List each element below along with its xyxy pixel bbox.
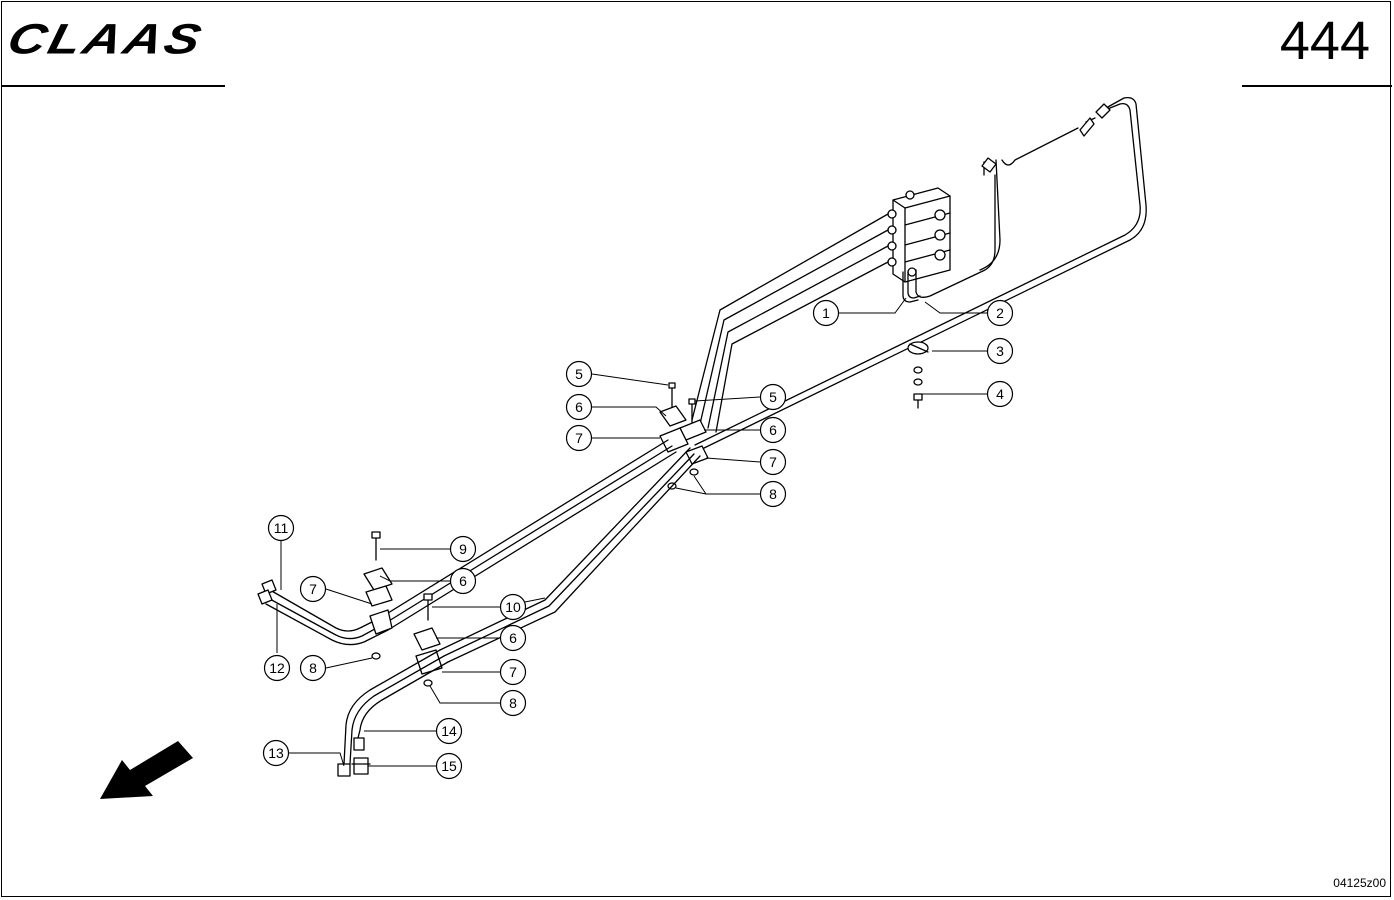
callout-label: 11 (274, 520, 289, 536)
pipe-2 (694, 96, 1147, 451)
callout-5-left: 5 (565, 360, 593, 388)
callout-label: 8 (309, 660, 317, 676)
callout-6-upper-right: 6 (759, 416, 787, 444)
clamp-3 (907, 341, 929, 355)
callout-3: 3 (986, 337, 1014, 365)
callout-label: 7 (575, 430, 583, 446)
bolt-4-set (913, 366, 923, 409)
callout-label: 6 (575, 399, 583, 415)
callout-label: 9 (459, 541, 467, 557)
pipe-13 (337, 649, 445, 777)
callout-1: 1 (812, 299, 840, 327)
callout-7-left: 7 (299, 575, 327, 603)
callout-8-lower: 8 (499, 689, 527, 717)
callout-6-middle: 6 (449, 567, 477, 595)
callout-13: 13 (262, 739, 290, 767)
pipe-14 (353, 661, 449, 751)
callout-5-right: 5 (759, 383, 787, 411)
callout-7-upper-right: 7 (759, 448, 787, 476)
callout-11: 11 (267, 514, 295, 542)
callout-9: 9 (449, 535, 477, 563)
callout-2: 2 (986, 299, 1014, 327)
callout-label: 7 (309, 581, 317, 597)
callout-label: 6 (459, 573, 467, 589)
fitting-15 (351, 757, 371, 775)
drawing-number: 04125z00 (1333, 876, 1386, 890)
header-rule-left (1, 85, 225, 87)
leader-lines (276, 297, 987, 767)
callout-10: 10 (499, 593, 527, 621)
callout-label: 6 (509, 630, 517, 646)
callout-label: 10 (505, 599, 521, 615)
direction-arrow-icon (100, 741, 193, 799)
callout-15: 15 (435, 752, 463, 780)
callout-6-lower: 6 (499, 624, 527, 652)
callout-14: 14 (435, 717, 463, 745)
callout-label: 3 (996, 343, 1004, 359)
callout-12: 12 (263, 654, 291, 682)
callout-label: 5 (769, 389, 777, 405)
callout-set: 1 2 3 4 5 5 6 (262, 299, 1014, 780)
callout-8-upper: 8 (759, 480, 787, 508)
callout-7-lower: 7 (499, 658, 527, 686)
callout-label: 6 (769, 422, 777, 438)
callout-label: 15 (441, 758, 457, 774)
pipe-bundle-upper (691, 213, 889, 433)
callout-label: 13 (268, 745, 284, 761)
callout-label: 4 (996, 386, 1004, 402)
callout-4: 4 (986, 380, 1014, 408)
left-clamp-group (363, 531, 433, 660)
header-rule-right (1242, 85, 1392, 87)
callout-label: 8 (509, 695, 517, 711)
callout-label: 8 (769, 486, 777, 502)
callout-label: 12 (269, 660, 285, 676)
callout-label: 1 (822, 305, 830, 321)
callout-label: 7 (769, 454, 777, 470)
page-number: 444 (1279, 11, 1370, 71)
callout-7-upper-left: 7 (565, 424, 593, 452)
callout-label: 7 (509, 664, 517, 680)
callout-label: 5 (575, 366, 583, 382)
pipe-bundle-lower (379, 439, 701, 663)
pipe-12 (257, 589, 389, 646)
callout-label: 2 (996, 305, 1004, 321)
control-valve-block (887, 187, 951, 283)
callout-label: 14 (441, 723, 457, 739)
callout-8-left: 8 (299, 654, 327, 682)
callout-6-upper-left: 6 (565, 393, 593, 421)
